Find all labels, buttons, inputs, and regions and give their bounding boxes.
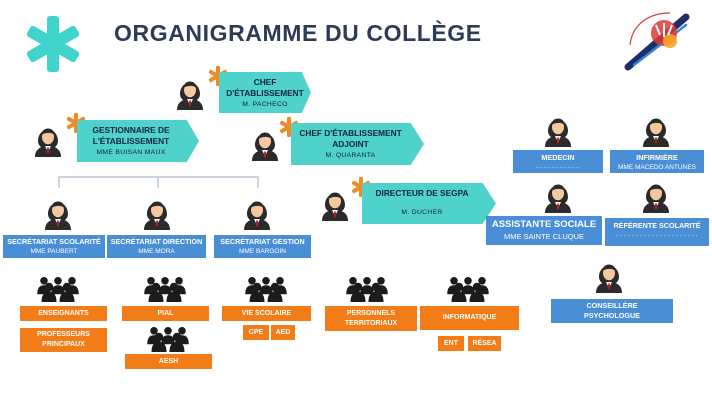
group-icon (142, 277, 188, 303)
person-icon (545, 184, 571, 213)
person-icon (596, 264, 622, 293)
person-icon (643, 118, 669, 147)
node-reseau: RÉSEA (468, 336, 501, 351)
person-icon (35, 128, 61, 157)
connector-line (257, 176, 259, 188)
person-icon (252, 132, 278, 161)
node-conseillere-psychologue: CONSEILLÈRE PSYCHOLOGUE (551, 299, 673, 323)
asterisk-icon (26, 16, 80, 72)
node-personnels-territoriaux: PERSONNELS TERRITORIAUX (325, 306, 417, 331)
group-icon (243, 277, 289, 303)
group-icon (145, 327, 191, 353)
node-pial: PIAL (122, 306, 209, 321)
node-assistante-sociale: ASSISTANTE SOCIALE MME SAINTE CLUQUE (486, 216, 602, 245)
person-icon (244, 201, 270, 230)
node-secretariat-scolarite: SECRÉTARIAT SCOLARITÉ MME PAUBERT (3, 235, 105, 258)
node-secretariat-direction: SECRÉTARIAT DIRECTION MME MORA (107, 235, 206, 258)
node-infirmiere: INFIRMIÈRE MME MACEDO ANTUNES (610, 150, 704, 173)
node-medecin: MEDECIN ................. (513, 150, 603, 173)
node-professeurs-principaux: PROFESSEURS PRINCIPAUX (20, 328, 107, 352)
college-logo (620, 5, 690, 71)
node-cpe: CPE (243, 325, 269, 340)
node-gestionnaire: GESTIONNAIRE DE L'ÉTABLISSEMENT MME BUIS… (77, 120, 199, 162)
connector-line (58, 176, 60, 188)
node-vie-scolaire: VIE SCOLAIRE (222, 306, 311, 321)
node-chef-adjoint: CHEF D'ÉTABLISSEMENT ADJOINT M. QUARANTA (291, 123, 424, 165)
group-icon (35, 277, 81, 303)
person-icon (144, 201, 170, 230)
group-icon (344, 277, 390, 303)
node-informatique: INFORMATIQUE (420, 306, 519, 330)
page-title: ORGANIGRAMME DU COLLÈGE (114, 20, 482, 46)
node-aed: AED (271, 325, 295, 340)
person-icon (45, 201, 71, 230)
node-ent: ENT (438, 336, 464, 351)
person-icon (322, 192, 348, 221)
node-referente-scolarite: RÉFÉRENTE SCOLARITÉ ....................… (605, 218, 709, 246)
person-icon (177, 81, 203, 110)
node-enseignants: ENSEIGNANTS (20, 306, 107, 321)
node-secretariat-gestion: SECRÉTARIAT GESTION MME BARGOIN (214, 235, 311, 258)
person-icon (545, 118, 571, 147)
group-icon (445, 277, 491, 303)
node-chef-etablissement: CHEF D'ÉTABLISSEMENT M. PACHECO (219, 72, 311, 113)
node-aesh: AESH (125, 354, 212, 369)
connector-line (157, 176, 159, 188)
node-directeur-segpa: DIRECTEUR DE SEGPA M. DUCHER (362, 183, 496, 224)
person-icon (643, 184, 669, 213)
